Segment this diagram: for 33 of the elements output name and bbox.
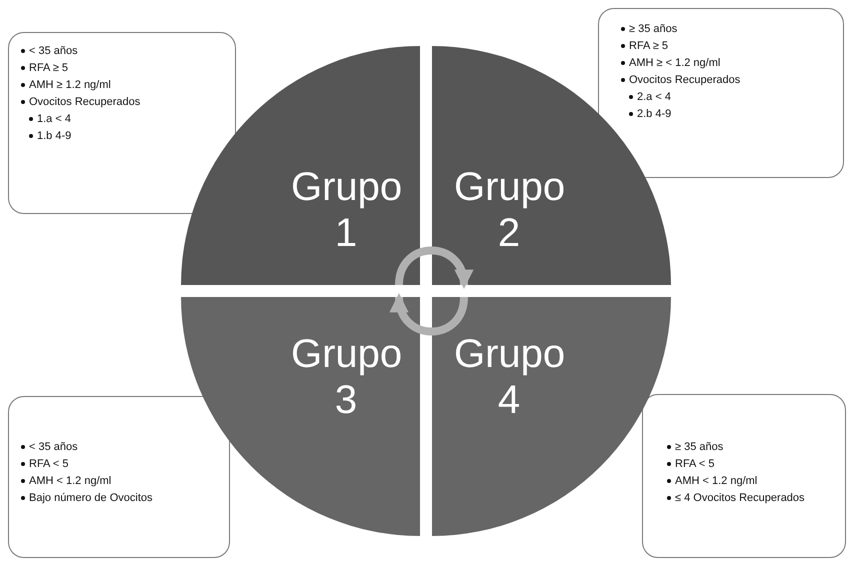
criterion-text: Ovocitos Recuperados [29, 96, 140, 108]
group-label: Grupo 4 [454, 331, 564, 423]
criterion-text: AMH ≥ < 1.2 ng/ml [629, 57, 720, 69]
criterion-text: AMH < 1.2 ng/ml [675, 475, 758, 487]
criterion-text: AMH ≥ 1.2 ng/ml [29, 79, 111, 91]
criterion-text: ≥ 35 años [629, 23, 678, 35]
quadrant-segment [432, 297, 671, 536]
criteria-card [8, 32, 236, 214]
criterion-text: ≥ 35 años [675, 441, 724, 453]
criterion-text: RFA < 5 [675, 458, 714, 470]
criterion-text: RFA < 5 [29, 458, 68, 470]
criterion-text: Bajo número de Ovocitos [29, 492, 153, 504]
criterion-text: 1.b 4-9 [37, 130, 72, 142]
criterion-text: RFA ≥ 5 [29, 62, 68, 74]
criterion-text: ≤ 4 Ovocitos Recuperados [675, 492, 805, 504]
criterion-text: 1.a < 4 [37, 113, 71, 125]
group-label: Grupo 2 [454, 164, 564, 256]
criteria-card [642, 394, 846, 558]
criterion-text: RFA ≥ 5 [629, 40, 668, 52]
quadrant-segment [181, 46, 420, 285]
criterion-text: AMH < 1.2 ng/ml [29, 475, 112, 487]
quadrant-segment [181, 297, 420, 536]
criterion-text: Ovocitos Recuperados [629, 74, 740, 86]
group-label: Grupo 3 [291, 331, 401, 423]
criteria-card [598, 8, 844, 178]
cycle-arrow [395, 246, 472, 289]
group-label: Grupo 1 [291, 164, 401, 256]
cycle-arrow [391, 293, 468, 336]
criterion-text: 2.a < 4 [637, 91, 671, 103]
criterion-text: 2.b 4-9 [637, 108, 672, 120]
criteria-card [8, 396, 230, 558]
criterion-text: < 35 años [29, 441, 78, 453]
criterion-text: < 35 años [29, 45, 78, 57]
